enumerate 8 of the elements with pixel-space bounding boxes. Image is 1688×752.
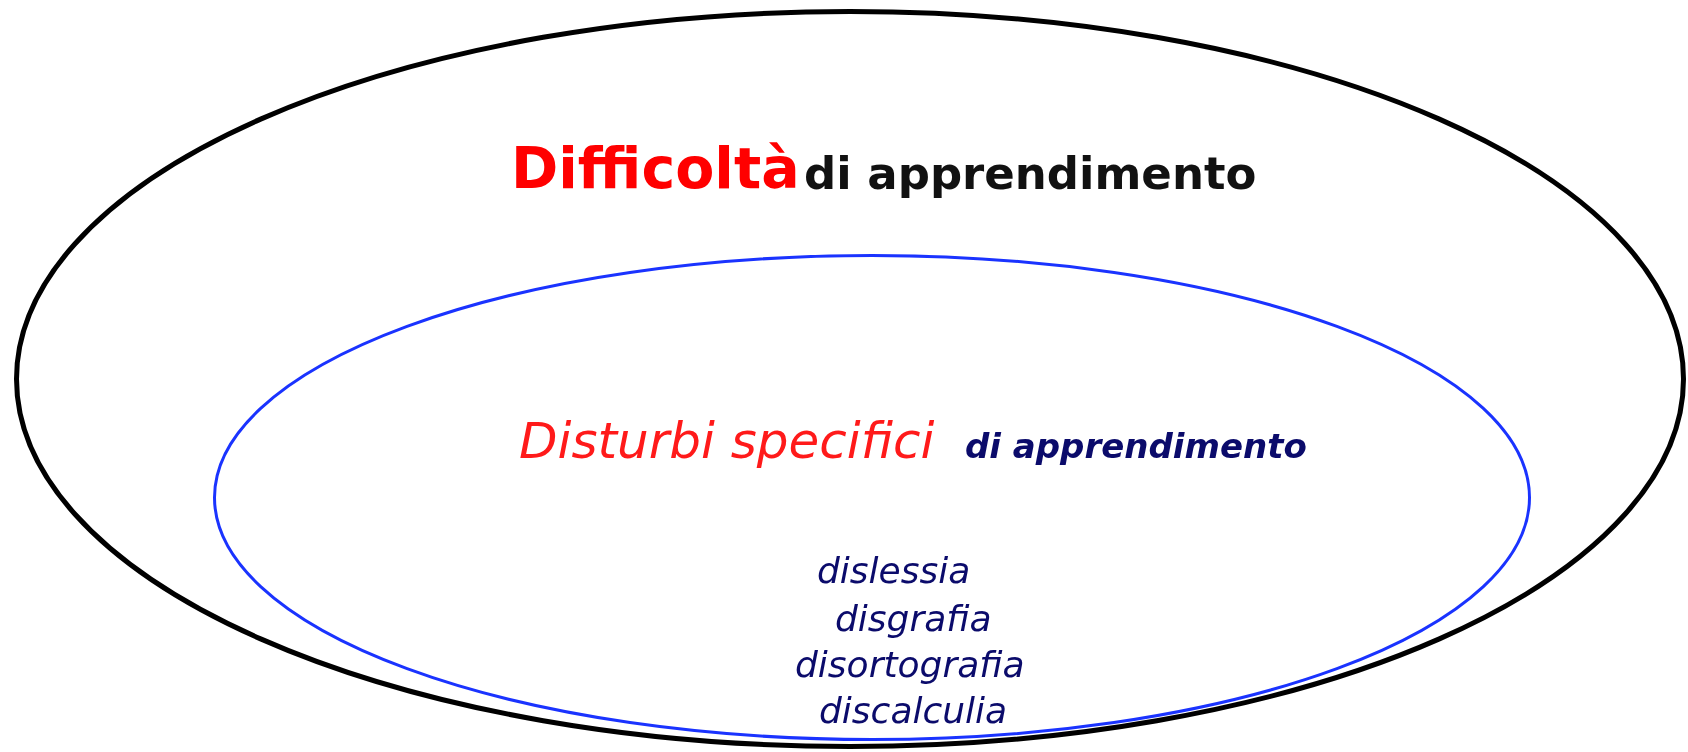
subheading-text: di apprendimento [965, 426, 1307, 466]
subheading-text: Disturbi specifici [519, 412, 935, 470]
list-item: disgrafia [835, 598, 992, 639]
list-item: dislessia [817, 550, 971, 591]
list-item: disortografia [795, 644, 1025, 685]
heading-text: di apprendimento [804, 147, 1257, 200]
heading-text: Difficoltà [511, 135, 800, 201]
list-item: discalculia [819, 690, 1008, 731]
